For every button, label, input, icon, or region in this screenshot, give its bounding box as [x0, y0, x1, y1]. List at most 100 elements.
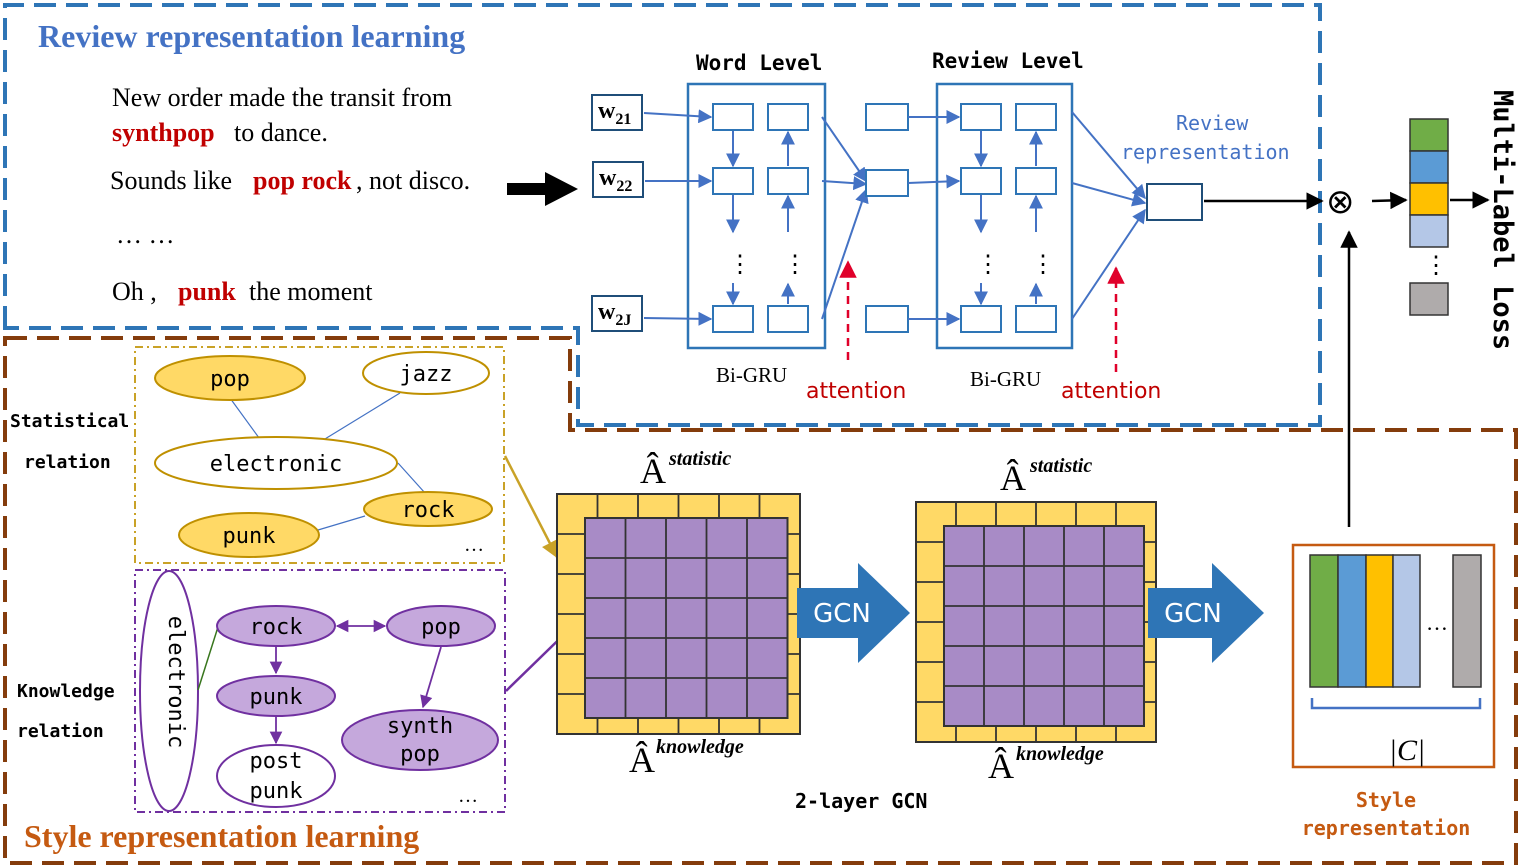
sentence-1a: New order made the transit from [112, 83, 452, 112]
word-vdots-left: ⋮ [728, 252, 752, 278]
sentence-2a: Sounds like [110, 166, 232, 195]
gcn-arrow-2: GCN [1148, 563, 1264, 663]
sentence-3b: the moment [249, 277, 373, 306]
word-input-w21: w21 [591, 94, 643, 131]
stat-node-electronic: electronic [154, 436, 398, 490]
attention-label-2: attention [1061, 379, 1161, 404]
style-rep-brace [1310, 698, 1482, 710]
svg-text:rock: rock [250, 615, 303, 640]
matrix2-know-label: knowledge [1016, 743, 1104, 765]
word-vdots-right: ⋮ [783, 252, 807, 278]
stat-to-matrix-arrow [503, 455, 559, 559]
know-node-electronic: electronic [139, 570, 199, 812]
sentence-1-highlight: synthpop [112, 118, 215, 147]
stat-node-rock: rock [363, 491, 493, 527]
review-vdots-right: ⋮ [1031, 252, 1055, 278]
svg-text:GCN: GCN [813, 599, 871, 629]
svg-text:GCN: GCN [1164, 599, 1222, 629]
otimes-to-output [1371, 191, 1408, 210]
output-label-vector [1409, 118, 1449, 316]
stat-node-jazz: jazz [362, 351, 490, 395]
review-rep-vector [1146, 183, 1203, 221]
otimes-icon: ⊗ [1326, 182, 1355, 222]
sentence-ellipsis: … … [116, 220, 175, 249]
sentence-2b: , not disco. [356, 166, 470, 195]
stat-node-punk: punk [178, 512, 320, 558]
review-attention-arrows [1071, 111, 1147, 320]
svg-text:punk: punk [250, 779, 303, 804]
word-level-title: Word Level [696, 51, 822, 75]
input-arrow [507, 172, 578, 206]
matrix2-stat-label: statistic [1029, 455, 1092, 477]
gcn-arrow-1: GCN [797, 563, 910, 663]
style-section-title: Style representation learning [24, 818, 419, 854]
svg-text:pop: pop [421, 615, 461, 640]
matrix1-a-know: Â [629, 740, 655, 780]
style-rep-frame [1291, 543, 1496, 769]
review-level-title: Review Level [932, 49, 1084, 73]
output-vdots: ⋮ [1424, 253, 1448, 279]
style-rep-bars [1309, 554, 1482, 688]
two-layer-gcn-label: 2-layer GCN [795, 789, 927, 813]
know-node-rock: rock [216, 605, 336, 647]
svg-text:electronic: electronic [210, 452, 342, 477]
statistical-graph-frame [134, 346, 505, 564]
sentence-3a: Oh , [112, 277, 157, 306]
stat-node-pop: pop [154, 355, 306, 401]
review-section-title: Review representation learning [38, 18, 465, 54]
sentence-3-highlight: punk [178, 277, 236, 306]
style-rep-label-2: representation [1302, 816, 1471, 840]
know-node-punk: punk [216, 675, 336, 717]
word-input-w2j: w2J [591, 295, 643, 332]
adjacency-matrix-layer-2 [915, 501, 1157, 743]
statistical-graph-edges [229, 392, 426, 531]
sentence-vectors [865, 103, 909, 333]
matrix1-stat-label: statistic [668, 448, 731, 470]
svg-text:jazz: jazz [400, 362, 453, 387]
review-level-cells [960, 103, 1057, 333]
svg-text:post: post [250, 749, 303, 774]
stat-graph-ellipsis: … [464, 534, 484, 556]
svg-text:pop: pop [400, 742, 440, 767]
svg-text:w21: w21 [598, 98, 631, 128]
bigru-label-2: Bi-GRU [970, 367, 1041, 391]
know-graph-ellipsis: … [458, 785, 478, 807]
sentence-2-highlight: pop rock [253, 166, 352, 195]
knowledge-label-1: Knowledge [17, 681, 115, 702]
style-rep-c-label: |C| [1389, 734, 1426, 767]
word-input-w22: w22 [592, 161, 644, 198]
review-level-bigru-frame [935, 82, 1074, 350]
style-rep-ellipsis: … [1426, 610, 1448, 635]
review-vdots-left: ⋮ [976, 252, 1000, 278]
review-rep-label-1: Review [1176, 111, 1249, 135]
svg-text:rock: rock [402, 498, 455, 523]
review-section-border [3, 3, 1322, 427]
statistical-label-1: Statistical [10, 411, 129, 432]
review-rep-label-2: representation [1121, 140, 1290, 164]
word-level-arrows [643, 109, 795, 326]
knowledge-matrix [584, 517, 789, 719]
svg-text:w22: w22 [599, 165, 632, 195]
matrix1-know-label: knowledge [656, 736, 744, 758]
knowledge-label-2: relation [17, 721, 104, 742]
matrix2-a-stat: Â [1000, 458, 1026, 498]
multi-label-loss-label: Multi-Label Loss [1487, 90, 1518, 350]
knowledge-matrix [943, 525, 1145, 727]
know-node-post-punk: post punk [216, 744, 336, 808]
bigru-label-1: Bi-GRU [716, 363, 787, 387]
matrix2-a-know: Â [988, 746, 1014, 786]
svg-text:synth: synth [387, 714, 453, 739]
matrix1-a-stat: Â [640, 451, 666, 491]
svg-text:punk: punk [223, 524, 276, 549]
attention-label-1: attention [806, 379, 906, 404]
svg-text:pop: pop [210, 367, 250, 392]
sentence-1b: to dance. [234, 118, 328, 147]
adjacency-matrix-layer-1 [556, 493, 801, 735]
svg-text:electronic: electronic [163, 616, 188, 748]
know-node-synth-pop: synth pop [341, 709, 499, 771]
know-node-pop: pop [386, 605, 496, 647]
know-edge-electronic-rock [197, 626, 219, 691]
word-level-cells [712, 103, 809, 333]
word-attention-arrows [821, 116, 869, 320]
